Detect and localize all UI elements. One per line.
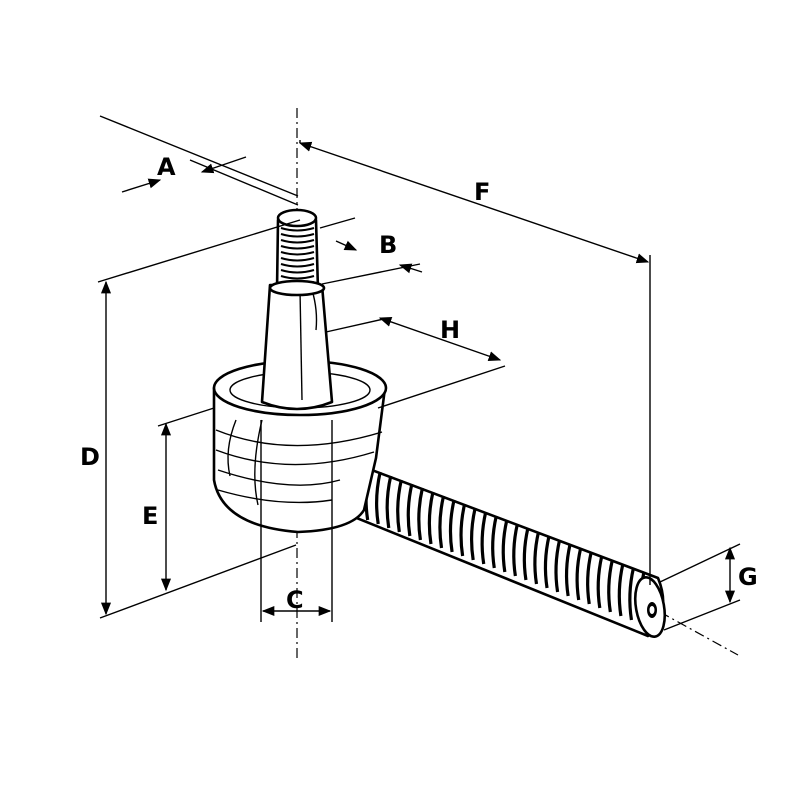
- stud-thread-mark: [280, 269, 315, 274]
- shaft-thread-mark: [543, 535, 551, 589]
- shaft-thread-mark: [427, 491, 435, 545]
- shaft-thread-mark: [522, 527, 530, 581]
- label-d: D: [80, 443, 100, 471]
- shaft-thread-mark: [469, 507, 477, 561]
- shaft-thread-mark: [491, 515, 498, 569]
- shaft-thread-mark: [459, 503, 467, 557]
- shaft-thread-mark: [385, 475, 393, 529]
- shaft-thread-mark: [501, 519, 509, 573]
- label-c: C: [286, 586, 304, 614]
- shaft-thread-mark: [406, 483, 414, 537]
- shaft-thread-mark: [533, 531, 541, 585]
- shaft-thread-mark: [375, 471, 382, 525]
- dimension-arrows: [100, 141, 736, 617]
- threaded-shaft: [327, 455, 667, 638]
- shaft-thread-mark: [396, 479, 403, 533]
- shaft-thread-mark: [480, 511, 488, 565]
- label-g: G: [738, 563, 758, 591]
- shaft-thread-mark: [554, 539, 562, 593]
- shaft-thread-mark: [586, 551, 593, 605]
- tapered-stud: [260, 208, 334, 411]
- stud-thread-mark: [280, 275, 315, 280]
- label-e: E: [142, 502, 158, 530]
- label-h: H: [440, 316, 460, 344]
- shaft-thread-mark: [596, 555, 604, 609]
- shaft-thread-mark: [438, 495, 446, 549]
- shaft-thread-mark: [628, 567, 636, 621]
- shaft-thread-mark: [417, 487, 424, 541]
- dimension-labels: A B C D E F G H: [80, 153, 758, 614]
- extension-lines: [97, 115, 741, 631]
- label-f: F: [474, 178, 490, 206]
- label-b: B: [379, 231, 397, 259]
- label-a: A: [157, 153, 176, 181]
- shaft-thread-mark: [607, 559, 614, 613]
- shaft-thread-mark: [448, 499, 456, 553]
- shaft-thread-mark: [617, 563, 625, 617]
- shaft-thread-mark: [575, 547, 583, 601]
- shaft-thread-mark: [564, 543, 572, 597]
- shaft-thread-mark: [512, 523, 519, 577]
- stud-thread-mark: [280, 263, 315, 268]
